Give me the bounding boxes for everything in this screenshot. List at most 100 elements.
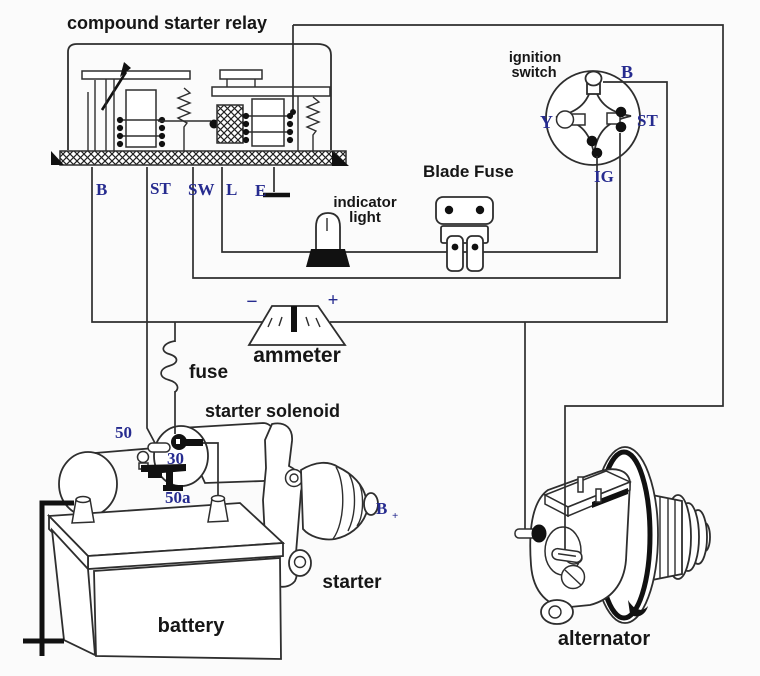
ignition-switch-label-line1: ignition (509, 50, 561, 66)
wire-relay-contact-end (290, 109, 296, 115)
battery-terminals (71, 494, 229, 524)
alternator-bracket-stripe (592, 488, 628, 508)
solenoid-terminal-30-notch (176, 439, 180, 444)
ignition-terminal-y-label: Y (540, 112, 553, 132)
relay-right-spring (305, 96, 321, 151)
indicator-light (306, 212, 350, 267)
flange-bolt-outer (284, 468, 304, 488)
alternator-label: alternator (558, 628, 650, 650)
battery-front-face (93, 557, 282, 660)
relay-right-winding-dots (242, 112, 294, 144)
ammeter-label: ammeter (253, 344, 341, 367)
ignition-terminal-b-knob (584, 70, 603, 87)
wire-relay-to-alternator-loop (293, 24, 724, 553)
battery-left-face (50, 527, 97, 657)
wiring (23, 24, 724, 656)
ignition-terminal-st-dot2 (615, 121, 627, 133)
wire-relay-sw-to-ignition-st (192, 133, 621, 279)
blade-fuse-leg2-dot (471, 243, 479, 251)
relay-right-bracket-legs (226, 79, 256, 87)
solenoid-terminal-50a-post (166, 472, 173, 488)
blade-fuse-cap-dot2 (475, 205, 485, 215)
alternator-mount-hole (548, 605, 562, 619)
battery-positive-post-top (210, 494, 226, 503)
indicator-base (306, 249, 350, 267)
starter-terminal-b-label: B (376, 499, 387, 518)
relay-terminal-sw-label: SW (188, 180, 214, 199)
wire-solenoid-30-to-battery-positive (203, 442, 219, 497)
battery-label: battery (158, 615, 226, 637)
alternator-terminals (514, 524, 586, 590)
blade-fuse-cap (435, 196, 494, 225)
relay-right-top-bar (211, 86, 331, 97)
alternator-bottom-shadow (628, 600, 648, 617)
relay-left-top-bar (81, 70, 191, 80)
blade-fuse (435, 196, 494, 272)
indicator-light-label-line1: indicator (333, 194, 397, 211)
alternator-pin1 (577, 476, 584, 493)
flange-bolt-inner (289, 473, 299, 483)
relay-terminal-l-label: L (226, 180, 237, 199)
relay-left-frame (105, 79, 115, 151)
starter-nose-cone (300, 461, 369, 541)
relay-case (67, 43, 332, 150)
alternator-pin2 (595, 488, 602, 503)
indicator-light-label-line2: light (349, 209, 381, 226)
blade-fuse-leg2 (466, 235, 484, 272)
solenoid-terminal-50a-foot (163, 485, 183, 491)
relay-label: compound starter relay (67, 13, 267, 33)
battery-negative-ground-cable (39, 500, 74, 656)
battery-negative-post-top (75, 495, 91, 504)
ignition-terminal-st-dot1 (615, 106, 627, 118)
solenoid-terminals (136, 434, 203, 491)
relay-base-plate (59, 150, 347, 166)
relay-left-post (87, 80, 96, 151)
blade-fuse-leg1 (446, 235, 464, 272)
ignition-terminal-y-knob (555, 110, 575, 129)
relay-terminal-b-label: B (96, 180, 107, 199)
overlay-components (71, 196, 586, 590)
relay-base-right-wedge (332, 151, 349, 166)
fuse-squiggle (160, 340, 179, 393)
starter-solenoid-label: starter solenoid (205, 401, 340, 421)
wire-relay-b-to-ammeter-minus (91, 167, 262, 323)
starter-nose-tip (363, 492, 379, 516)
labels: compound starter relay ignition switch B… (67, 13, 658, 650)
alternator-fan-ribs (659, 497, 676, 578)
solenoid-face-button (136, 450, 150, 464)
relay-left-spring (176, 87, 192, 151)
solenoid-terminal-50a-label: 50a (165, 488, 191, 507)
ammeter-plus-label: + (328, 290, 339, 311)
solenoid-terminal-50-label: 50 (115, 423, 132, 442)
alternator-assembly (529, 446, 711, 625)
solenoid-terminal-30-label: 30 (167, 449, 184, 468)
relay-terminal-st-label: ST (150, 179, 171, 198)
solenoid-contact-arm (141, 464, 186, 478)
starter-label: starter (322, 572, 382, 593)
relay-left-coil-core (125, 89, 157, 148)
ignition-terminal-ig-dot1 (586, 135, 598, 147)
blade-fuse-leg1-dot (451, 243, 459, 251)
ammeter-needle (291, 306, 297, 332)
relay-right-winding-lines (244, 115, 292, 133)
indicator-bulb (315, 212, 341, 252)
blade-fuse-label: Blade Fuse (423, 162, 514, 181)
relay-contact-block (216, 104, 244, 144)
alternator-stud-cap (531, 524, 547, 543)
starter-mount-hole (293, 555, 307, 569)
ignition-switch (545, 70, 641, 166)
ignition-terminal-ig-dot2 (591, 147, 603, 159)
relay-left-winding-lines (118, 119, 164, 137)
ammeter-minus-label: − (246, 291, 257, 313)
compound-starter-relay (51, 43, 349, 166)
alternator-screw-slot (564, 569, 582, 586)
relay-right-bracket (219, 69, 263, 80)
relay-right-coil-core (251, 98, 285, 147)
ignition-terminal-ig-label: IG (594, 167, 614, 186)
ammeter-ticks (267, 316, 321, 328)
ammeter (247, 305, 347, 346)
starter-terminal-b-sub-label: + (392, 510, 398, 522)
solenoid-terminal-50-spade (147, 442, 171, 453)
